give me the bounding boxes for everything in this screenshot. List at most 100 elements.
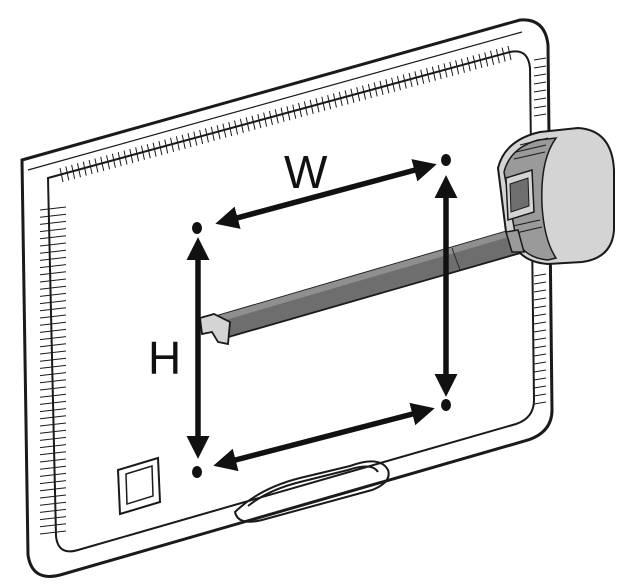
vent-slot <box>39 386 67 391</box>
vent-slot <box>39 480 67 485</box>
vent-slot <box>39 415 67 420</box>
vent-slot <box>39 271 67 276</box>
vent-slot <box>39 264 67 269</box>
mounting-hole-bottom-left <box>192 466 202 478</box>
vent-slot <box>338 91 343 107</box>
vent-slot <box>245 117 250 132</box>
vent-slot <box>533 65 547 69</box>
vent-slot <box>402 74 407 89</box>
vent-slot <box>501 47 506 62</box>
vent-slot <box>146 144 151 159</box>
vent-slot <box>292 104 297 119</box>
vent-slot <box>420 69 425 84</box>
vent-slot <box>39 292 67 297</box>
vent-slot <box>129 148 134 164</box>
vent-slot <box>187 133 192 148</box>
vent-slot <box>533 313 547 317</box>
vent-slot <box>39 213 67 218</box>
left-vent-slots <box>39 206 67 535</box>
vent-slot <box>495 49 500 64</box>
vent-slot <box>533 393 547 397</box>
vent-slot <box>257 114 262 129</box>
vent-slot <box>152 142 157 157</box>
vent-slot <box>82 161 87 176</box>
vent-slot <box>76 163 81 178</box>
vent-slot <box>39 336 67 341</box>
vent-slot <box>117 152 122 167</box>
vent-slot <box>39 242 67 247</box>
vent-slot <box>533 57 547 61</box>
vent-slot <box>298 102 303 118</box>
vent-slot <box>533 345 547 349</box>
vent-slot <box>39 436 67 441</box>
vent-slot <box>39 343 67 348</box>
vent-slot <box>490 50 495 65</box>
vent-slot <box>210 126 215 141</box>
vent-slot <box>39 494 67 499</box>
vent-slot <box>533 329 547 333</box>
vent-slot <box>65 166 70 181</box>
mounting-hole-top-right <box>441 154 451 166</box>
vent-slot <box>460 58 465 73</box>
vent-slot <box>268 110 273 126</box>
vent-slot <box>199 129 204 145</box>
vent-slot <box>222 123 227 138</box>
vent-slot <box>533 353 547 357</box>
vent-slot <box>309 99 314 114</box>
vent-slot <box>344 90 349 105</box>
width-arrow-bottom <box>213 402 435 472</box>
vent-slot <box>533 105 547 109</box>
tape-measure-icon <box>496 126 615 266</box>
vent-slot <box>39 458 67 463</box>
mounting-hole-bottom-right <box>441 399 451 411</box>
vent-slot <box>533 361 547 365</box>
vent-slot <box>437 64 442 80</box>
vent-slot <box>533 73 547 77</box>
vent-slot <box>39 523 67 528</box>
vent-slot <box>315 98 320 113</box>
vent-slot <box>533 377 547 381</box>
vent-slot <box>135 147 140 162</box>
vent-slot <box>379 80 384 95</box>
vent-slot <box>39 206 67 211</box>
vent-slot <box>533 273 547 277</box>
vent-slot <box>414 71 419 86</box>
vent-slot <box>507 45 512 61</box>
vent-slot <box>59 167 64 183</box>
width-label: W <box>284 146 328 198</box>
vent-slot <box>263 112 268 127</box>
vent-slot <box>39 364 67 369</box>
vent-slot <box>39 516 67 521</box>
vent-slot <box>478 53 483 69</box>
vent-slot <box>533 369 547 373</box>
vent-slot <box>367 83 372 99</box>
vent-slot <box>303 101 308 116</box>
vent-slot <box>39 249 67 254</box>
vent-slot <box>123 150 128 165</box>
vent-slot <box>39 307 67 312</box>
mounting-hole-icon <box>192 154 451 478</box>
vent-slot <box>228 121 233 137</box>
vent-slot <box>39 372 67 377</box>
vent-slot <box>39 444 67 449</box>
vent-slot <box>71 164 76 179</box>
vent-slot <box>455 60 460 75</box>
vent-slot <box>88 159 93 175</box>
vent-slot <box>251 115 256 130</box>
vent-slot <box>158 140 163 156</box>
vent-slot <box>216 125 221 140</box>
vent-slot <box>39 285 67 290</box>
vent-slot <box>39 328 67 333</box>
vent-slot <box>39 393 67 398</box>
vent-slot <box>533 97 547 101</box>
vent-slot <box>39 350 67 355</box>
vent-slot <box>321 96 326 111</box>
vent-slot <box>484 52 489 67</box>
vent-slot <box>39 300 67 305</box>
vent-slot <box>39 220 67 225</box>
vent-slot <box>111 153 116 168</box>
vent-slot <box>39 379 67 384</box>
vent-slot <box>280 107 285 122</box>
vent-slot <box>170 137 175 153</box>
